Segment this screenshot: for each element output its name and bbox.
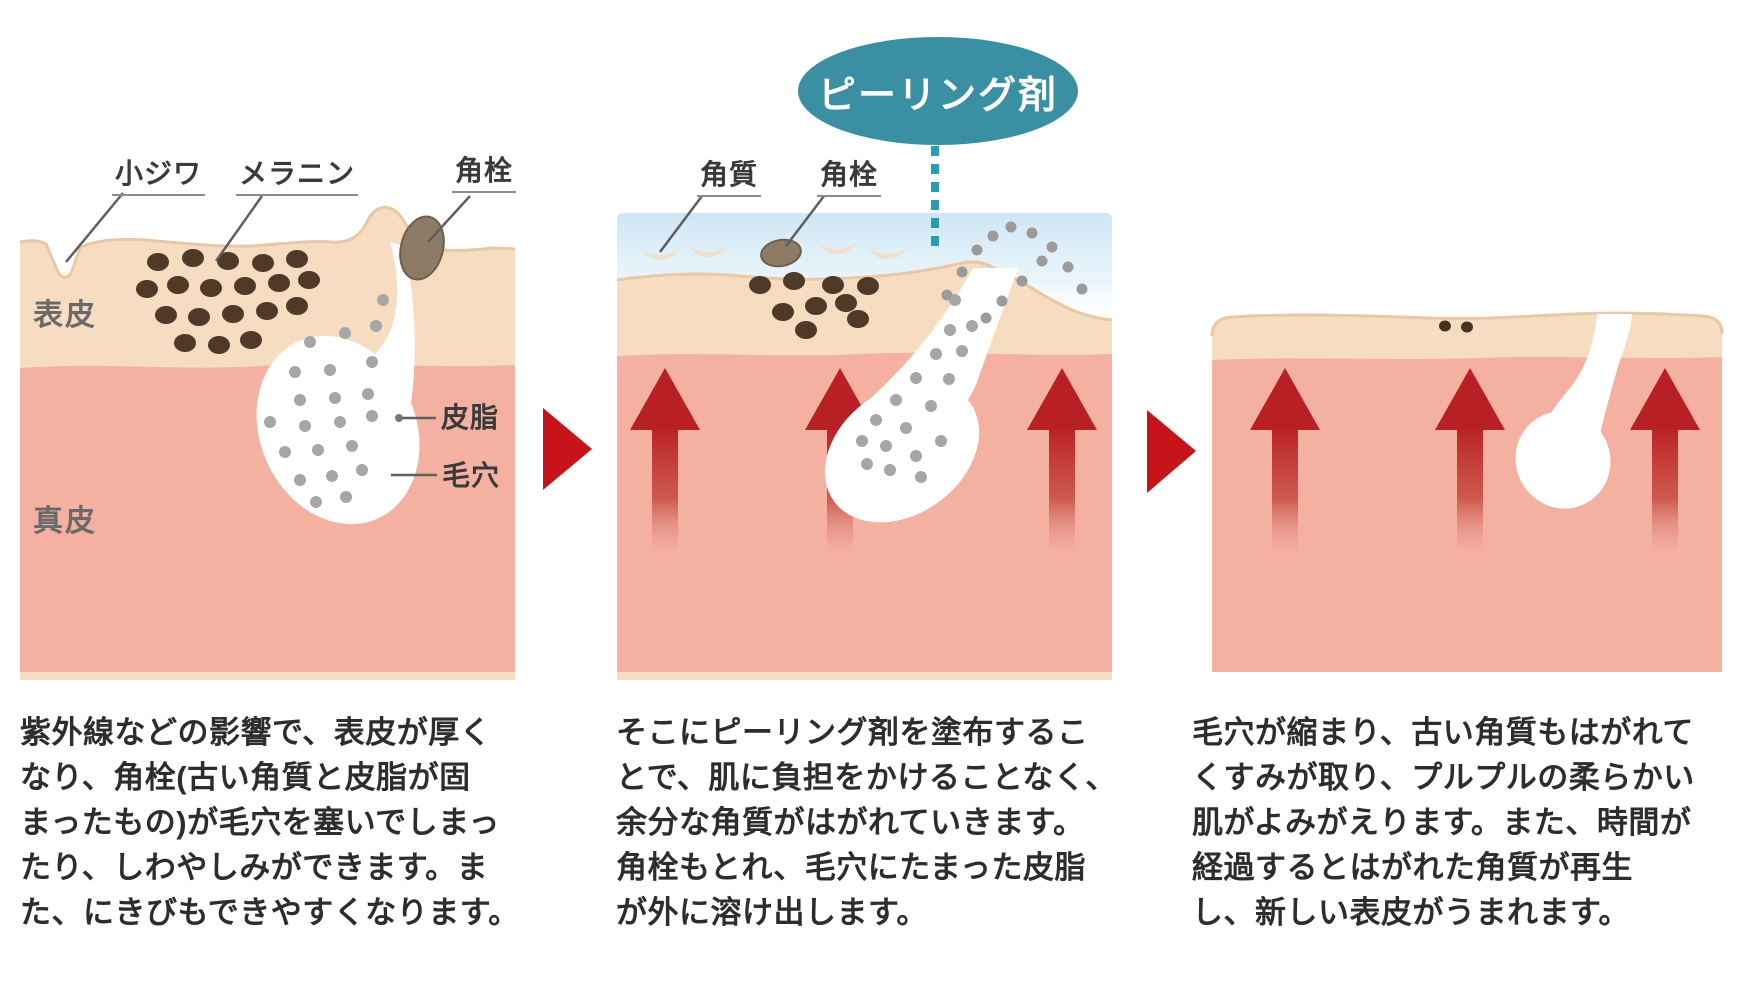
label-wrinkle: 小ジワ xyxy=(112,158,206,196)
renewal-arrow-icon xyxy=(1630,368,1700,558)
renewal-arrow-icon xyxy=(630,368,700,558)
description-line: 紫外線などの影響で、表皮が厚く xyxy=(20,715,492,750)
panel-peeling-skin-illustration xyxy=(616,195,1112,680)
sebum-pointer-dot xyxy=(395,414,403,422)
panel-after-skin-illustration xyxy=(1210,311,1724,672)
skin-surface-edge xyxy=(20,205,515,279)
surface-dots xyxy=(1439,320,1473,333)
bubble-pointer-dashed-line xyxy=(931,146,939,252)
description-line: くすみが取り、プルプルの柔らかい xyxy=(1192,760,1695,795)
melanin-dots xyxy=(136,249,320,354)
clogged-pore xyxy=(256,242,420,525)
description-before: 紫外線などの影響で、表皮が厚く なり、角栓(古い角質と皮脂が固 まったもの)が毛… xyxy=(20,710,525,935)
description-line: とで、肌に負担をかけることなく、 xyxy=(616,760,1117,795)
renewal-arrow-icon xyxy=(1250,368,1320,558)
description-line: 経過するとはがれた角質が再生 xyxy=(1192,850,1633,885)
melanin-dots xyxy=(749,272,879,339)
label-sebum: 皮脂 xyxy=(441,402,500,433)
description-line: が外に溶け出します。 xyxy=(616,895,928,930)
description-line: 角栓もとれ、毛穴にたまった皮脂 xyxy=(616,850,1087,885)
description-line: たり、しわやしみができます。ま xyxy=(20,850,489,885)
description-line: 毛穴が縮まり、古い角質もはがれて xyxy=(1192,715,1694,750)
skin-surface-edge xyxy=(1210,311,1724,337)
skin-surface-edge xyxy=(616,260,1112,322)
keratin-plug xyxy=(399,215,445,281)
description-line: なり、角栓(古い角質と皮脂が固 xyxy=(20,760,471,795)
label-plug-2: 角栓 xyxy=(817,159,882,197)
keratin-flakes xyxy=(640,242,907,260)
description-line: そこにピーリング剤を塗布するこ xyxy=(616,715,1089,750)
renewal-arrow-icon xyxy=(1027,368,1097,558)
label-epidermis: 表皮 xyxy=(33,299,97,332)
step-arrow-icon xyxy=(543,408,592,490)
description-line: た、にきびもできやすくなります。 xyxy=(20,895,520,930)
sebum-dots xyxy=(264,294,389,508)
description-line: 余分な角質がはがれていきます。 xyxy=(616,805,1085,840)
description-line: 肌がよみがえります。また、時間が xyxy=(1192,805,1692,840)
keratin-plug xyxy=(760,238,802,268)
escaping-sebum-dots xyxy=(941,221,1088,324)
description-line: まったもの)が毛穴を塞いでしまっ xyxy=(20,805,500,840)
label-plug: 角栓 xyxy=(452,155,517,193)
sebum-dots xyxy=(856,294,978,483)
peeling-agent-bubble: ピーリング剤 xyxy=(798,37,1078,145)
description-after: 毛穴が縮まり、古い角質もはがれて くすみが取り、プルプルの柔らかい 肌がよみがえ… xyxy=(1192,710,1732,935)
label-dermis: 真皮 xyxy=(33,505,97,538)
label-pore: 毛穴 xyxy=(442,460,501,491)
pointer-lines xyxy=(65,192,471,477)
step-arrow-icon xyxy=(1147,410,1196,493)
description-peeling: そこにピーリング剤を塗布するこ とで、肌に負担をかけることなく、 余分な角質がは… xyxy=(616,710,1121,935)
panel-before-skin-illustration xyxy=(20,192,515,680)
renewal-arrow-icon xyxy=(1435,368,1505,558)
description-line: し、新しい表皮がうまれます。 xyxy=(1192,895,1630,930)
shrunken-pore xyxy=(1515,314,1632,509)
pointer-lines xyxy=(659,195,825,253)
label-melanin: メラニン xyxy=(236,158,359,196)
opening-pore xyxy=(824,268,1018,523)
label-keratin: 角質 xyxy=(697,159,762,197)
